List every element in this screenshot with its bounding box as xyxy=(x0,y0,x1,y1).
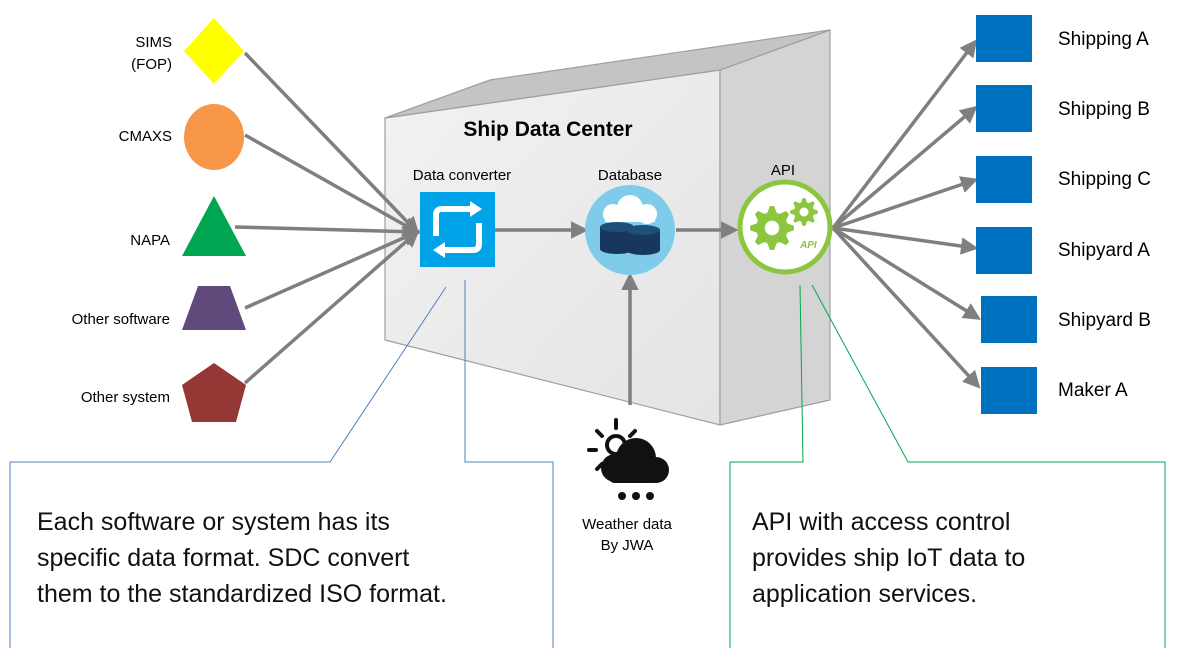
api-gears-icon: API xyxy=(737,179,833,275)
rain-drop xyxy=(618,492,626,500)
sims-diamond-icon xyxy=(184,18,244,84)
arrow-other-software-to-converter xyxy=(244,229,421,310)
source-label-sims: SIMS(FOP) xyxy=(131,34,172,73)
cmaxs-circle-icon xyxy=(184,104,244,170)
converter-arrowhead-top-icon xyxy=(470,201,482,217)
right-callout-text: API with access control provides ship Io… xyxy=(752,504,1025,612)
data-center-box xyxy=(384,29,831,426)
destination-shipping-c-box xyxy=(976,156,1032,203)
data-converter-icon xyxy=(420,192,495,267)
other-system-pentagon-icon xyxy=(182,363,246,422)
source-label-other-system: Other system xyxy=(81,389,170,406)
database-label: Database xyxy=(598,167,662,184)
source-label-other-software: Other software xyxy=(72,311,170,328)
arrow-api-to-shipping-b xyxy=(831,105,978,230)
left-callout-leader-b xyxy=(464,280,554,648)
weather-icon xyxy=(587,418,669,500)
left-callout-leader-a xyxy=(9,286,447,648)
converter-arrow-top-icon xyxy=(433,206,472,236)
destination-label-maker-a: Maker A xyxy=(1058,380,1128,401)
db-cylinder-left-top xyxy=(600,222,634,232)
db-cylinder-left-bottom xyxy=(600,244,634,254)
left-callout-line: Each software or system has its xyxy=(37,508,390,536)
db-cylinder-right-bottom xyxy=(626,245,660,255)
left-callout-line: them to the standardized ISO format. xyxy=(37,580,447,608)
converter-arrow-bottom-icon xyxy=(443,223,482,253)
left-callout-line: specific data format. SDC convert xyxy=(37,544,410,572)
source-label-cmaxs: CMAXS xyxy=(119,128,172,145)
source-label-napa: NAPA xyxy=(130,232,170,249)
rain-drop xyxy=(632,492,640,500)
api-label: API xyxy=(771,162,795,179)
db-cylinder-right-body xyxy=(626,230,660,250)
data-center-top-face xyxy=(384,29,831,119)
callout-leaders xyxy=(9,280,1166,648)
arrow-api-to-maker-a xyxy=(831,226,981,389)
arrow-api-to-shipyard-a xyxy=(832,226,979,255)
destination-label-shipyard-b: Shipyard B xyxy=(1058,310,1151,331)
arrow-api-to-shipping-a xyxy=(831,39,978,230)
right-callout-line: API with access control xyxy=(752,508,1011,536)
db-cylinder-right-top xyxy=(626,225,660,235)
arrow-api-to-shipping-c xyxy=(832,176,979,230)
destination-shipping-a-box xyxy=(976,15,1032,62)
destination-shipyard-a-box xyxy=(976,227,1032,274)
left-callout-text: Each software or system has its specific… xyxy=(37,504,447,612)
db-cylinder-left-body xyxy=(600,227,634,249)
right-callout-leader-b xyxy=(811,284,1166,648)
converter-label: Data converter xyxy=(413,167,511,184)
gear-small-icon xyxy=(790,198,818,226)
destination-shipping-b-box xyxy=(976,85,1032,132)
cloud-base-dark xyxy=(608,468,660,483)
database-icon xyxy=(585,185,675,275)
api-badge-text: API xyxy=(799,240,817,251)
destination-maker-a-box xyxy=(981,367,1037,414)
napa-triangle-icon xyxy=(182,196,246,256)
converter-square xyxy=(420,192,495,267)
source-labels: SIMS(FOP) CMAXS NAPA Other software Othe… xyxy=(72,34,172,406)
converter-arrowhead-bottom-icon xyxy=(433,242,445,258)
destination-label-shipping-c: Shipping C xyxy=(1058,169,1151,190)
arrow-api-to-shipyard-b xyxy=(832,226,981,320)
destination-label-shipyard-a: Shipyard A xyxy=(1058,240,1150,261)
arrow-sims-to-converter xyxy=(243,51,420,235)
arrow-other-system-to-converter xyxy=(243,229,420,385)
destination-labels: Shipping A Shipping B Shipping C Shipyar… xyxy=(1058,29,1151,401)
destination-shipyard-b-box xyxy=(981,296,1037,343)
rain-drop xyxy=(646,492,654,500)
sun-rays-icon xyxy=(587,418,637,471)
destinations xyxy=(976,15,1037,414)
destination-label-shipping-b: Shipping B xyxy=(1058,99,1150,120)
destination-label-shipping-a: Shipping A xyxy=(1058,29,1149,50)
cloud-base xyxy=(605,212,655,222)
arrow-napa-to-converter xyxy=(234,222,421,241)
other-software-trapezoid-icon xyxy=(182,286,246,330)
flow-arrows xyxy=(234,39,981,405)
arrow-cmaxs-to-converter xyxy=(244,133,421,234)
right-callout-line: provides ship IoT data to xyxy=(752,544,1026,572)
right-callout-line: application services. xyxy=(752,580,978,608)
diagram-title: Ship Data Center xyxy=(463,118,632,141)
gear-large-icon xyxy=(750,206,794,250)
right-callout-leader-a xyxy=(729,284,804,648)
source-systems xyxy=(182,18,246,422)
